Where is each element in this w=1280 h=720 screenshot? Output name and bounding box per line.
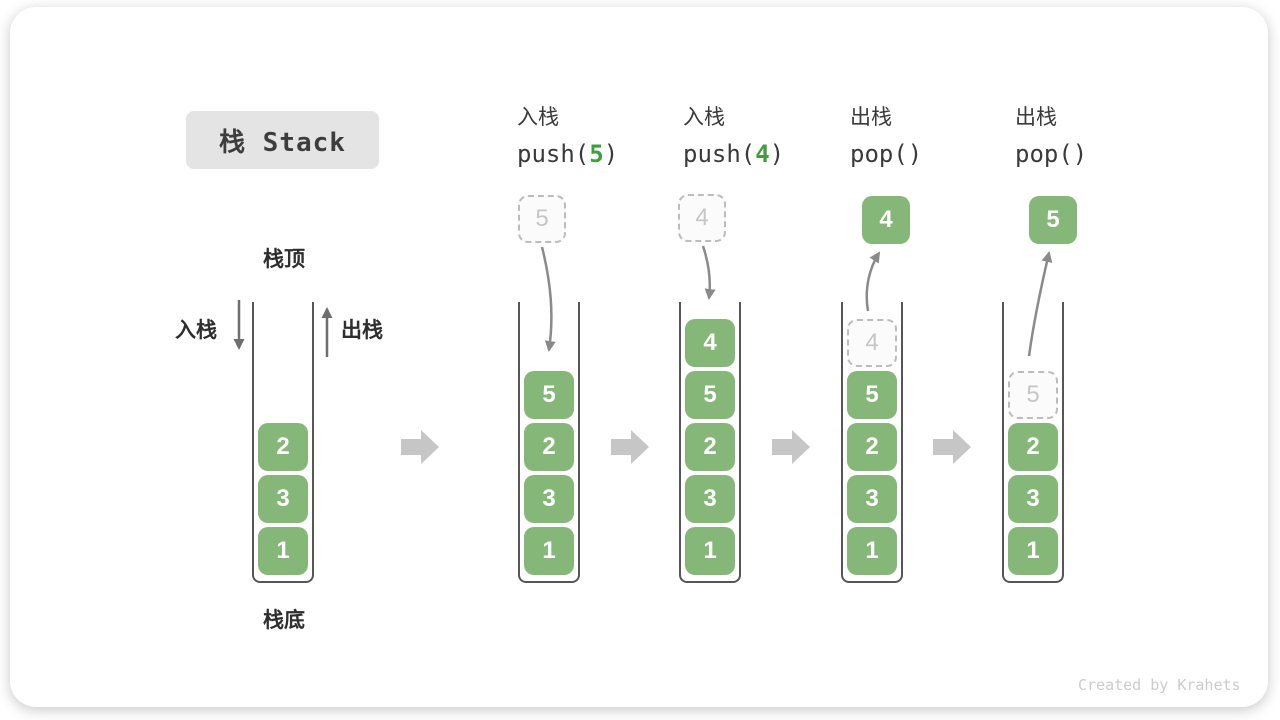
popped-element: 5 — [1029, 196, 1077, 244]
watermark: Created by Krahets — [1078, 676, 1241, 694]
stack-element-dashed: 5 — [1008, 371, 1058, 419]
operation-code-pre: pop( — [850, 140, 908, 168]
stack-element: 2 — [685, 423, 735, 471]
stack-element: 5 — [847, 371, 897, 419]
operation-code-post: ) — [603, 140, 619, 168]
operation-label-zh: 入栈 — [683, 106, 725, 129]
operation-code-post: ) — [769, 140, 785, 168]
operation-code-post: ) — [907, 140, 923, 168]
operation-code-pre: pop( — [1015, 140, 1073, 168]
stack-element: 2 — [847, 423, 897, 471]
stack-element: 3 — [1008, 475, 1058, 523]
pop-out-label: 出栈 — [341, 319, 383, 342]
stack-element: 2 — [258, 423, 308, 471]
stack-element: 3 — [685, 475, 735, 523]
operation-code-pre: push( — [517, 140, 590, 168]
stack-element: 5 — [685, 371, 735, 419]
stack-top-label: 栈顶 — [263, 248, 305, 271]
popped-element: 4 — [862, 196, 910, 244]
diagram-title: 栈 Stack — [186, 111, 379, 169]
operation-label-zh: 出栈 — [1015, 106, 1057, 129]
stack-container — [841, 302, 903, 583]
stack-container — [518, 302, 580, 583]
operation-code-arg: 4 — [755, 140, 770, 168]
operation-label: 出栈 pop() — [1015, 101, 1087, 168]
stack-element: 1 — [685, 527, 735, 575]
operation-code-pre: push( — [683, 140, 756, 168]
operation-code: push(5) — [517, 140, 618, 168]
floating-element-dashed: 4 — [678, 194, 726, 242]
stack-container — [252, 302, 314, 583]
operation-label: 入栈 push(4) — [683, 101, 784, 168]
stack-container — [679, 302, 741, 583]
operation-code: push(4) — [683, 140, 784, 168]
stack-element: 1 — [847, 527, 897, 575]
stack-element: 3 — [847, 475, 897, 523]
operation-label: 出栈 pop() — [850, 101, 922, 168]
stack-element: 2 — [524, 423, 574, 471]
floating-element-dashed: 5 — [518, 195, 566, 243]
stack-element: 1 — [1008, 527, 1058, 575]
stack-element: 3 — [258, 475, 308, 523]
stack-element: 4 — [685, 319, 735, 367]
stack-element-dashed: 4 — [847, 319, 897, 367]
stack-element: 3 — [524, 475, 574, 523]
stack-element: 5 — [524, 371, 574, 419]
push-in-label: 入栈 — [175, 319, 217, 342]
stack-container — [1002, 302, 1064, 583]
operation-code-post: ) — [1072, 140, 1088, 168]
stack-element: 1 — [524, 527, 574, 575]
stack-bottom-label: 栈底 — [263, 609, 305, 632]
operation-label: 入栈 push(5) — [517, 101, 618, 168]
operation-code: pop() — [850, 140, 922, 168]
operation-label-zh: 入栈 — [517, 106, 559, 129]
operation-code-arg: 5 — [589, 140, 604, 168]
operation-code: pop() — [1015, 140, 1087, 168]
stack-element: 2 — [1008, 423, 1058, 471]
operation-label-zh: 出栈 — [850, 106, 892, 129]
stack-element: 1 — [258, 527, 308, 575]
